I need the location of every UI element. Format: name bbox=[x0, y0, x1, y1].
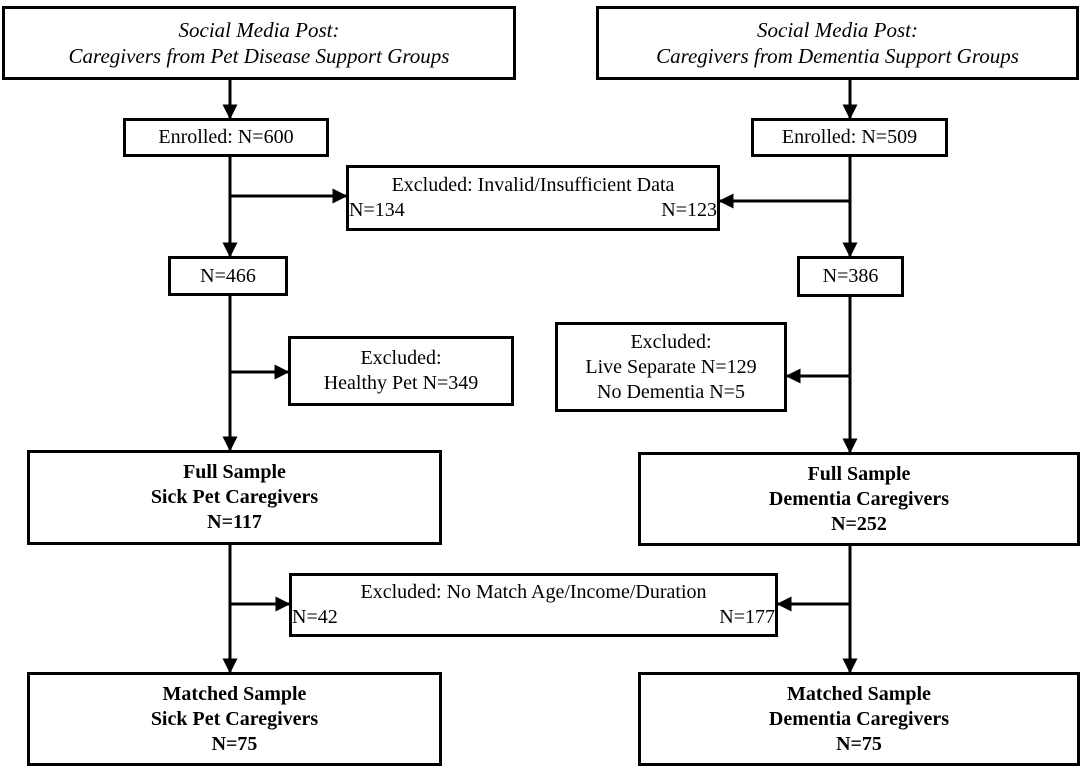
left-full-n: N=117 bbox=[207, 511, 262, 533]
left-full-group: Sick Pet Caregivers bbox=[150, 486, 319, 508]
right-after-invalid-text: N=386 bbox=[822, 265, 879, 287]
right-source-line1: Social Media Post: bbox=[757, 17, 918, 42]
right-excluded-line2: No Dementia N=5 bbox=[597, 380, 745, 403]
left-matched-group: Sick Pet Caregivers bbox=[150, 707, 319, 730]
right-excluded-title: Excluded: bbox=[630, 330, 712, 353]
left-source-box: Social Media Post: Caregivers from Pet D… bbox=[2, 6, 516, 80]
left-source-line1: Social Media Post: bbox=[178, 17, 340, 42]
left-enrolled-text: Enrolled: N=600 bbox=[158, 126, 294, 148]
left-enrolled-box: Enrolled: N=600 bbox=[123, 118, 329, 157]
right-enrolled-box: Enrolled: N=509 bbox=[751, 118, 948, 157]
right-excluded-line1: Live Separate N=129 bbox=[585, 355, 757, 378]
no-match-counts-row: N=42 N=177 bbox=[282, 605, 785, 630]
invalid-counts-row: N=134 N=123 bbox=[339, 198, 727, 223]
invalid-right-n: N=123 bbox=[661, 199, 717, 221]
left-matched-n: N=75 bbox=[211, 732, 258, 755]
right-enrolled-text: Enrolled: N=509 bbox=[781, 126, 918, 148]
left-full-title: Full Sample bbox=[183, 461, 286, 483]
right-matched-title: Matched Sample bbox=[787, 682, 931, 705]
left-matched-title: Matched Sample bbox=[162, 682, 307, 705]
left-after-invalid-box: N=466 bbox=[168, 256, 288, 296]
right-full-sample-box: Full Sample Dementia Caregivers N=252 bbox=[638, 452, 1080, 546]
right-matched-group: Dementia Caregivers bbox=[768, 707, 950, 730]
right-source-line2: Caregivers from Dementia Support Groups bbox=[656, 44, 1019, 68]
right-matched-sample-box: Matched Sample Dementia Caregivers N=75 bbox=[638, 672, 1080, 766]
invalid-data-box: Excluded: Invalid/Insufficient Data N=13… bbox=[346, 165, 720, 231]
invalid-title: Excluded: Invalid/Insufficient Data bbox=[391, 174, 675, 196]
no-match-box: Excluded: No Match Age/Income/Duration N… bbox=[289, 573, 778, 637]
right-excluded-livesep-box: Excluded: Live Separate N=129 No Dementi… bbox=[555, 322, 787, 412]
right-full-n: N=252 bbox=[831, 512, 887, 535]
left-excluded-healthy-box: Excluded: Healthy Pet N=349 bbox=[288, 336, 514, 406]
no-match-right-n: N=177 bbox=[719, 606, 775, 628]
right-full-group: Dementia Caregivers bbox=[768, 487, 950, 510]
no-match-title: Excluded: No Match Age/Income/Duration bbox=[360, 581, 707, 603]
no-match-left-n: N=42 bbox=[292, 606, 338, 628]
right-source-box: Social Media Post: Caregivers from Demen… bbox=[596, 6, 1079, 80]
left-excluded-title: Excluded: bbox=[360, 347, 442, 369]
right-full-title: Full Sample bbox=[807, 462, 911, 485]
left-source-line2: Caregivers from Pet Disease Support Grou… bbox=[68, 44, 450, 68]
left-after-invalid-text: N=466 bbox=[200, 264, 256, 287]
left-full-sample-box: Full Sample Sick Pet Caregivers N=117 bbox=[27, 450, 442, 545]
invalid-left-n: N=134 bbox=[349, 199, 405, 221]
right-after-invalid-box: N=386 bbox=[797, 256, 904, 297]
right-matched-n: N=75 bbox=[836, 732, 882, 755]
left-excluded-detail: Healthy Pet N=349 bbox=[323, 372, 479, 394]
left-matched-sample-box: Matched Sample Sick Pet Caregivers N=75 bbox=[27, 672, 442, 766]
